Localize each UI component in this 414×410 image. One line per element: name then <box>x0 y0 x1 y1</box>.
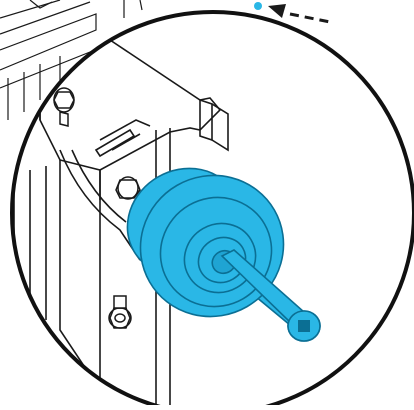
detail-callout-circle <box>10 10 414 410</box>
axle-shaft <box>220 249 321 342</box>
hex-bolt-icon <box>53 87 141 329</box>
background-frame <box>0 0 143 120</box>
callout-arrow <box>254 2 331 24</box>
